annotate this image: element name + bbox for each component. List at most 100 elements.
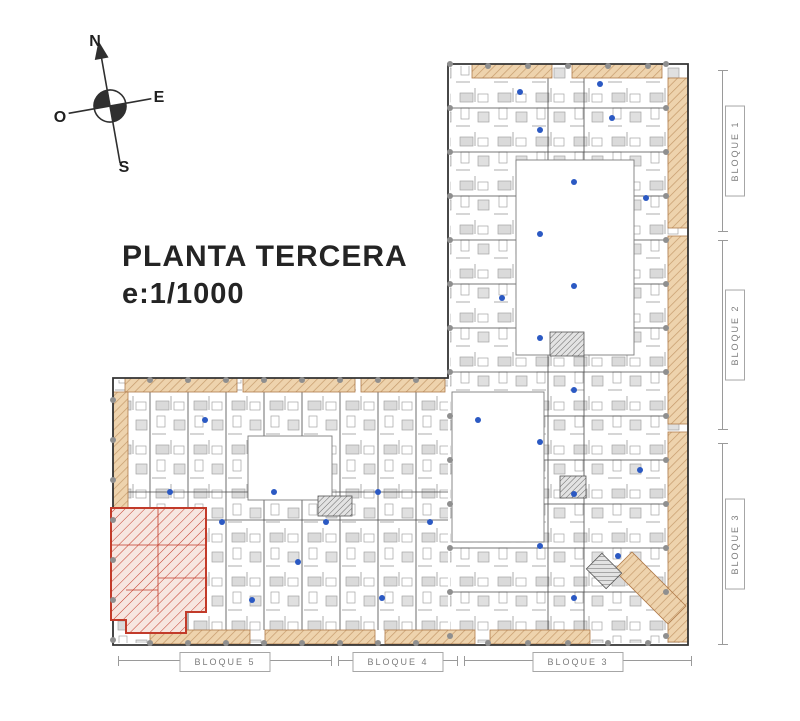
column-dot bbox=[663, 369, 669, 375]
column-dot bbox=[663, 281, 669, 287]
block-bracket-bloque-3-right: BLOQUE 3 bbox=[718, 443, 756, 645]
column-dot bbox=[447, 237, 453, 243]
column-dot bbox=[110, 477, 116, 483]
column-dot bbox=[663, 413, 669, 419]
column-dot bbox=[110, 557, 116, 563]
fixture-dot bbox=[219, 519, 225, 525]
column-dot bbox=[447, 369, 453, 375]
column-dot bbox=[485, 640, 491, 646]
column-dot bbox=[110, 637, 116, 643]
column-dot bbox=[110, 437, 116, 443]
column-dot bbox=[447, 501, 453, 507]
compass-east-label: E bbox=[154, 89, 165, 106]
title-block: PLANTA TERCERA e:1/1000 bbox=[122, 240, 408, 311]
compass-south-label: S bbox=[119, 159, 130, 176]
column-dot bbox=[663, 589, 669, 595]
compass-needle bbox=[68, 41, 152, 164]
fixture-dot bbox=[537, 439, 543, 445]
fixture-dot bbox=[323, 519, 329, 525]
column-dot bbox=[605, 640, 611, 646]
column-dot bbox=[299, 377, 305, 383]
block-bracket-bloque-2: BLOQUE 2 bbox=[718, 240, 756, 430]
column-dot bbox=[605, 63, 611, 69]
fixture-dot bbox=[249, 597, 255, 603]
column-dot bbox=[447, 281, 453, 287]
fixture-dot bbox=[427, 519, 433, 525]
column-dot bbox=[565, 63, 571, 69]
fixture-dot bbox=[167, 489, 173, 495]
fixture-dot bbox=[499, 295, 505, 301]
balcony-strips bbox=[112, 63, 689, 645]
column-dot bbox=[663, 457, 669, 463]
column-dot bbox=[110, 517, 116, 523]
column-dot bbox=[485, 63, 491, 69]
column-dot bbox=[525, 640, 531, 646]
column-dot bbox=[447, 413, 453, 419]
compass-north-label: N bbox=[89, 33, 101, 50]
column-dot bbox=[147, 377, 153, 383]
block-bracket-bloque-4: BLOQUE 4 bbox=[338, 652, 458, 684]
fixture-dot bbox=[271, 489, 277, 495]
column-dot bbox=[663, 633, 669, 639]
column-dot bbox=[565, 640, 571, 646]
fixture-dot bbox=[597, 81, 603, 87]
fixture-dot bbox=[637, 467, 643, 473]
fixture-dot bbox=[379, 595, 385, 601]
column-dot bbox=[447, 149, 453, 155]
column-dot bbox=[185, 377, 191, 383]
block-label: BLOQUE 1 bbox=[725, 105, 745, 197]
column-dot bbox=[447, 325, 453, 331]
stair-cores bbox=[317, 331, 623, 590]
column-dot bbox=[185, 640, 191, 646]
column-dot bbox=[645, 63, 651, 69]
fixture-dot bbox=[571, 283, 577, 289]
column-dot bbox=[663, 501, 669, 507]
column-dot bbox=[261, 377, 267, 383]
column-dot bbox=[223, 377, 229, 383]
column-dot bbox=[663, 193, 669, 199]
column-dot bbox=[525, 63, 531, 69]
building-outline bbox=[112, 63, 689, 646]
fixture-dot bbox=[517, 89, 523, 95]
block-label: BLOQUE 3 bbox=[725, 498, 745, 590]
block-label: BLOQUE 2 bbox=[725, 289, 745, 381]
column-dot bbox=[447, 61, 453, 67]
column-dot bbox=[337, 640, 343, 646]
fixture-dot bbox=[295, 559, 301, 565]
fixture-dot bbox=[571, 491, 577, 497]
block-bracket-bloque-1: BLOQUE 1 bbox=[718, 70, 756, 232]
column-dot bbox=[299, 640, 305, 646]
scale-label: e:1/1000 bbox=[122, 278, 245, 310]
column-dot bbox=[663, 105, 669, 111]
fixture-dot bbox=[571, 387, 577, 393]
column-dot bbox=[663, 237, 669, 243]
block-label: BLOQUE 5 bbox=[179, 652, 271, 672]
column-dot bbox=[110, 397, 116, 403]
fixture-dot bbox=[571, 595, 577, 601]
column-dot bbox=[447, 193, 453, 199]
block-label: BLOQUE 4 bbox=[352, 652, 444, 672]
block-bracket-bloque-5: BLOQUE 5 bbox=[118, 652, 332, 684]
compass-west-label: O bbox=[54, 109, 66, 126]
courtyards bbox=[247, 159, 635, 543]
fixture-dot bbox=[571, 179, 577, 185]
block-bracket-bloque-3-bottom: BLOQUE 3 bbox=[464, 652, 692, 684]
fixture-dot bbox=[609, 115, 615, 121]
highlighted-unit[interactable] bbox=[110, 507, 207, 634]
fixture-dot bbox=[643, 195, 649, 201]
column-dot bbox=[413, 377, 419, 383]
column-dot bbox=[663, 545, 669, 551]
column-dot bbox=[337, 377, 343, 383]
column-dot bbox=[110, 597, 116, 603]
compass-rose: N E O S bbox=[54, 33, 165, 176]
column-dot bbox=[147, 640, 153, 646]
fixture-dot bbox=[537, 543, 543, 549]
block-label: BLOQUE 3 bbox=[532, 652, 624, 672]
column-dot bbox=[447, 105, 453, 111]
column-dot bbox=[663, 149, 669, 155]
column-dot bbox=[447, 589, 453, 595]
fixture-dot bbox=[615, 553, 621, 559]
column-dot bbox=[663, 61, 669, 67]
column-dot bbox=[447, 545, 453, 551]
